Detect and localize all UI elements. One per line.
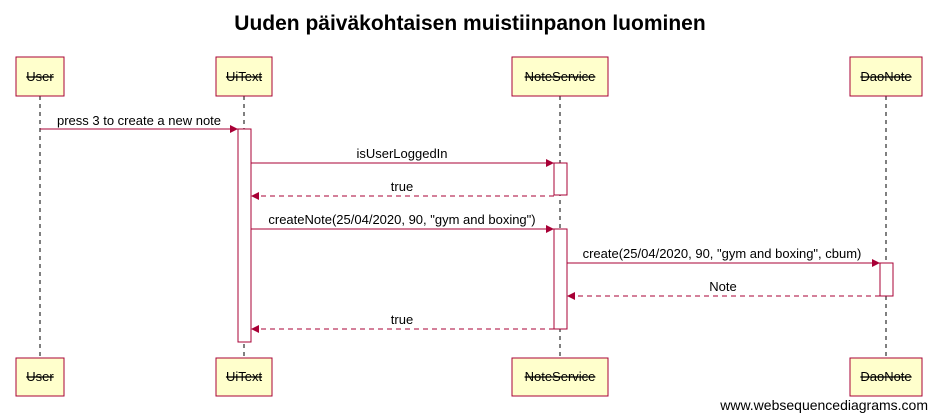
activation-noteservice-1: [553, 162, 568, 196]
activation-uitext: [237, 128, 252, 343]
message-return-note: Note: [567, 279, 880, 300]
participant-label: DaoNote: [860, 369, 911, 384]
activation-daonote: [879, 262, 894, 297]
participant-label: DaoNote: [860, 69, 911, 84]
message-is-user-logged-in: isUserLoggedIn: [251, 146, 554, 167]
message-press-3: press 3 to create a new note: [40, 113, 238, 133]
message-label: isUserLoggedIn: [356, 146, 447, 161]
participant-label: NoteService: [525, 369, 596, 384]
participant-uitext-bottom: UiText: [215, 357, 273, 397]
participant-label: UiText: [226, 69, 263, 84]
participant-user-bottom: User: [15, 357, 65, 397]
message-label: true: [391, 312, 413, 327]
message-create: create(25/04/2020, 90, "gym and boxing",…: [567, 246, 880, 267]
participant-label: User: [26, 369, 54, 384]
message-return-true-1: true: [251, 179, 554, 200]
message-create-note: createNote(25/04/2020, 90, "gym and boxi…: [251, 212, 554, 233]
message-label: Note: [709, 279, 736, 294]
participant-noteservice-bottom: NoteService: [511, 357, 609, 397]
participant-daonote-bottom: DaoNote: [849, 357, 923, 397]
message-label: createNote(25/04/2020, 90, "gym and boxi…: [268, 212, 535, 227]
participant-daonote-top: DaoNote: [849, 56, 923, 97]
message-return-true-2: true: [251, 312, 554, 333]
message-label: true: [391, 179, 413, 194]
participant-label: User: [26, 69, 54, 84]
participant-user-top: User: [15, 56, 65, 97]
participant-uitext-top: UiText: [215, 56, 273, 97]
activation-noteservice-2: [553, 228, 568, 330]
message-label: press 3 to create a new note: [57, 113, 221, 128]
participant-label: NoteService: [525, 69, 596, 84]
message-label: create(25/04/2020, 90, "gym and boxing",…: [583, 246, 862, 261]
participant-label: UiText: [226, 369, 263, 384]
participant-noteservice-top: NoteService: [511, 56, 609, 97]
diagram-title: Uuden päiväkohtaisen muistiinpanon luomi…: [234, 12, 705, 35]
watermark-text: www.websequencediagrams.com: [719, 397, 928, 413]
